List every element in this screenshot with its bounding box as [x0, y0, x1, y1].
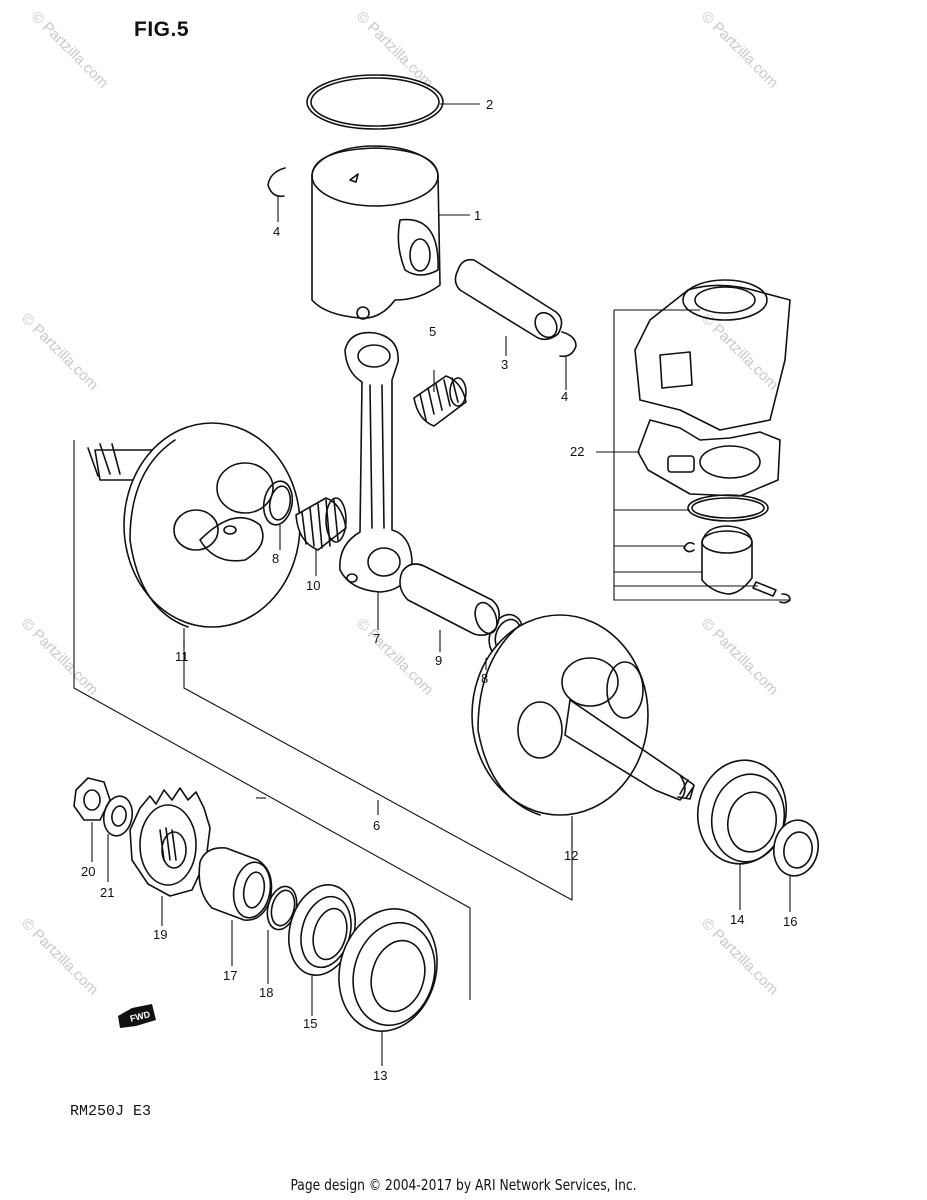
callout-7[interactable]: 7 [373, 631, 380, 646]
part-4-piston-pin-circlip-right[interactable] [559, 331, 577, 358]
part-11-crankshaft-left[interactable] [87, 422, 301, 628]
forward-direction-arrow: FWD [118, 1004, 156, 1028]
callout-4-right[interactable]: 4 [561, 389, 568, 404]
callout-15[interactable]: 15 [303, 1016, 317, 1031]
fwd-label: FWD [129, 1009, 152, 1024]
part-4-piston-pin-circlip-left[interactable] [267, 167, 286, 198]
part-7-connecting-rod[interactable] [339, 331, 413, 593]
leader-lines [91, 103, 791, 1066]
callout-17[interactable]: 17 [223, 968, 237, 983]
footer-copyright: Page design © 2004-2017 by ARI Network S… [290, 1176, 637, 1194]
part-1-piston[interactable] [311, 145, 441, 320]
callout-3[interactable]: 3 [501, 357, 508, 372]
figure-label: FIG.5 [134, 18, 190, 41]
callout-11[interactable]: 11 [175, 649, 189, 664]
callout-14[interactable]: 14 [730, 912, 744, 927]
part-13-crank-bearing-left[interactable] [326, 898, 451, 1043]
part-22-top-end-kit[interactable] [634, 279, 791, 604]
callout-5[interactable]: 5 [429, 324, 436, 339]
callout-22[interactable]: 22 [570, 444, 584, 459]
part-12-crankshaft-right[interactable] [471, 614, 695, 816]
callout-8-right[interactable]: 8 [481, 671, 488, 686]
part-21-washer[interactable] [101, 794, 136, 838]
part-5-small-end-bearing[interactable] [413, 375, 467, 427]
part-8-crank-washer-left[interactable] [260, 479, 295, 527]
callout-21[interactable]: 21 [100, 885, 114, 900]
callout-8-left[interactable]: 8 [272, 551, 279, 566]
callout-9[interactable]: 9 [435, 653, 442, 668]
callout-1[interactable]: 1 [474, 208, 481, 223]
callout-20[interactable]: 20 [81, 864, 95, 879]
callout-labels: 2 1 4 5 3 4 22 8 10 7 11 9 8 6 12 20 21 … [81, 97, 797, 1083]
model-code: RM250J E3 [70, 1103, 152, 1120]
callout-18[interactable]: 18 [259, 985, 273, 1000]
callout-6[interactable]: 6 [373, 818, 380, 833]
part-16-oil-seal-right[interactable] [769, 817, 822, 880]
callout-19[interactable]: 19 [153, 927, 167, 942]
assembly-outline-6 [73, 440, 573, 1000]
callout-4-left[interactable]: 4 [273, 224, 280, 239]
part-9-crank-pin[interactable] [399, 563, 501, 636]
part-10-big-end-bearing[interactable] [295, 497, 347, 551]
callout-10[interactable]: 10 [306, 578, 320, 593]
callout-12[interactable]: 12 [564, 848, 578, 863]
part-3-piston-pin[interactable] [454, 258, 563, 342]
part-17-spacer[interactable] [198, 846, 274, 921]
callout-13[interactable]: 13 [373, 1068, 387, 1083]
callout-16[interactable]: 16 [783, 914, 797, 929]
part-14-crank-bearing-right[interactable] [690, 753, 795, 871]
callout-2[interactable]: 2 [486, 97, 493, 112]
part-2-piston-ring[interactable] [306, 74, 444, 130]
part-19-primary-drive-gear[interactable] [129, 787, 211, 897]
